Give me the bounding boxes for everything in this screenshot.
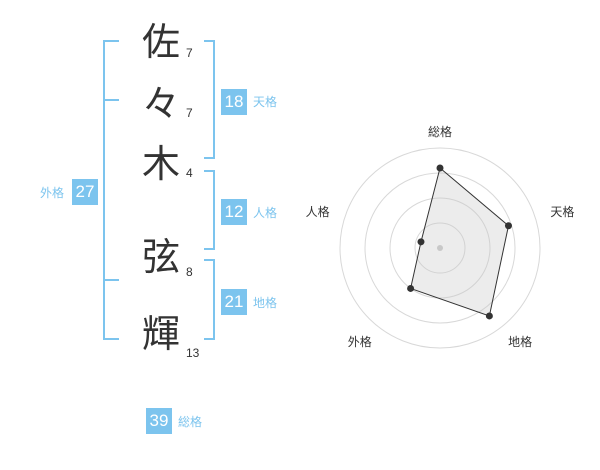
jinkaku-label: 人格: [253, 206, 278, 220]
radar-ring: [414, 222, 466, 274]
gaikaku-label: 外格: [40, 186, 65, 200]
name-char-4: 弦: [141, 235, 180, 279]
radar-axis-label-1: 総格: [428, 124, 452, 139]
stroke-count-1: 7: [186, 46, 193, 60]
chikaku-value: 21: [221, 289, 247, 315]
stroke-count-3: 4: [186, 166, 193, 180]
stroke-count-5: 13: [186, 346, 200, 360]
stroke-count-4: 8: [186, 265, 193, 279]
stroke-count-2: 7: [186, 106, 193, 120]
radar-axis-label-5: 人格: [306, 204, 330, 219]
radar-point-2: [504, 222, 512, 230]
tenkaku-value: 18: [221, 89, 247, 115]
gaikaku-value: 27: [72, 179, 98, 205]
name-char-1: 佐: [141, 20, 180, 64]
radar-point-1: [436, 164, 444, 172]
radar-ring: [364, 172, 516, 324]
soukaku-value: 39: [146, 408, 172, 434]
radar-axis-label-4: 外格: [348, 334, 372, 349]
name-char-2: 々: [141, 82, 180, 126]
radar-point-3: [485, 312, 493, 320]
jinkaku-value: 12: [221, 199, 247, 225]
radar-axis-label-3: 地格: [508, 334, 532, 349]
soukaku-label: 総格: [178, 415, 203, 429]
radar-point-4: [407, 284, 415, 292]
radar-ring: [339, 147, 541, 349]
tenkaku-label: 天格: [253, 95, 278, 109]
name-char-3: 木: [141, 142, 180, 186]
radar-area: [410, 167, 510, 317]
chikaku-label: 地格: [253, 296, 278, 310]
name-char-5: 輝: [141, 312, 180, 356]
radar-axis-label-2: 天格: [550, 204, 574, 219]
radar-center-dot: [437, 245, 443, 251]
radar-ring: [389, 197, 491, 299]
radar-point-5: [417, 238, 425, 246]
